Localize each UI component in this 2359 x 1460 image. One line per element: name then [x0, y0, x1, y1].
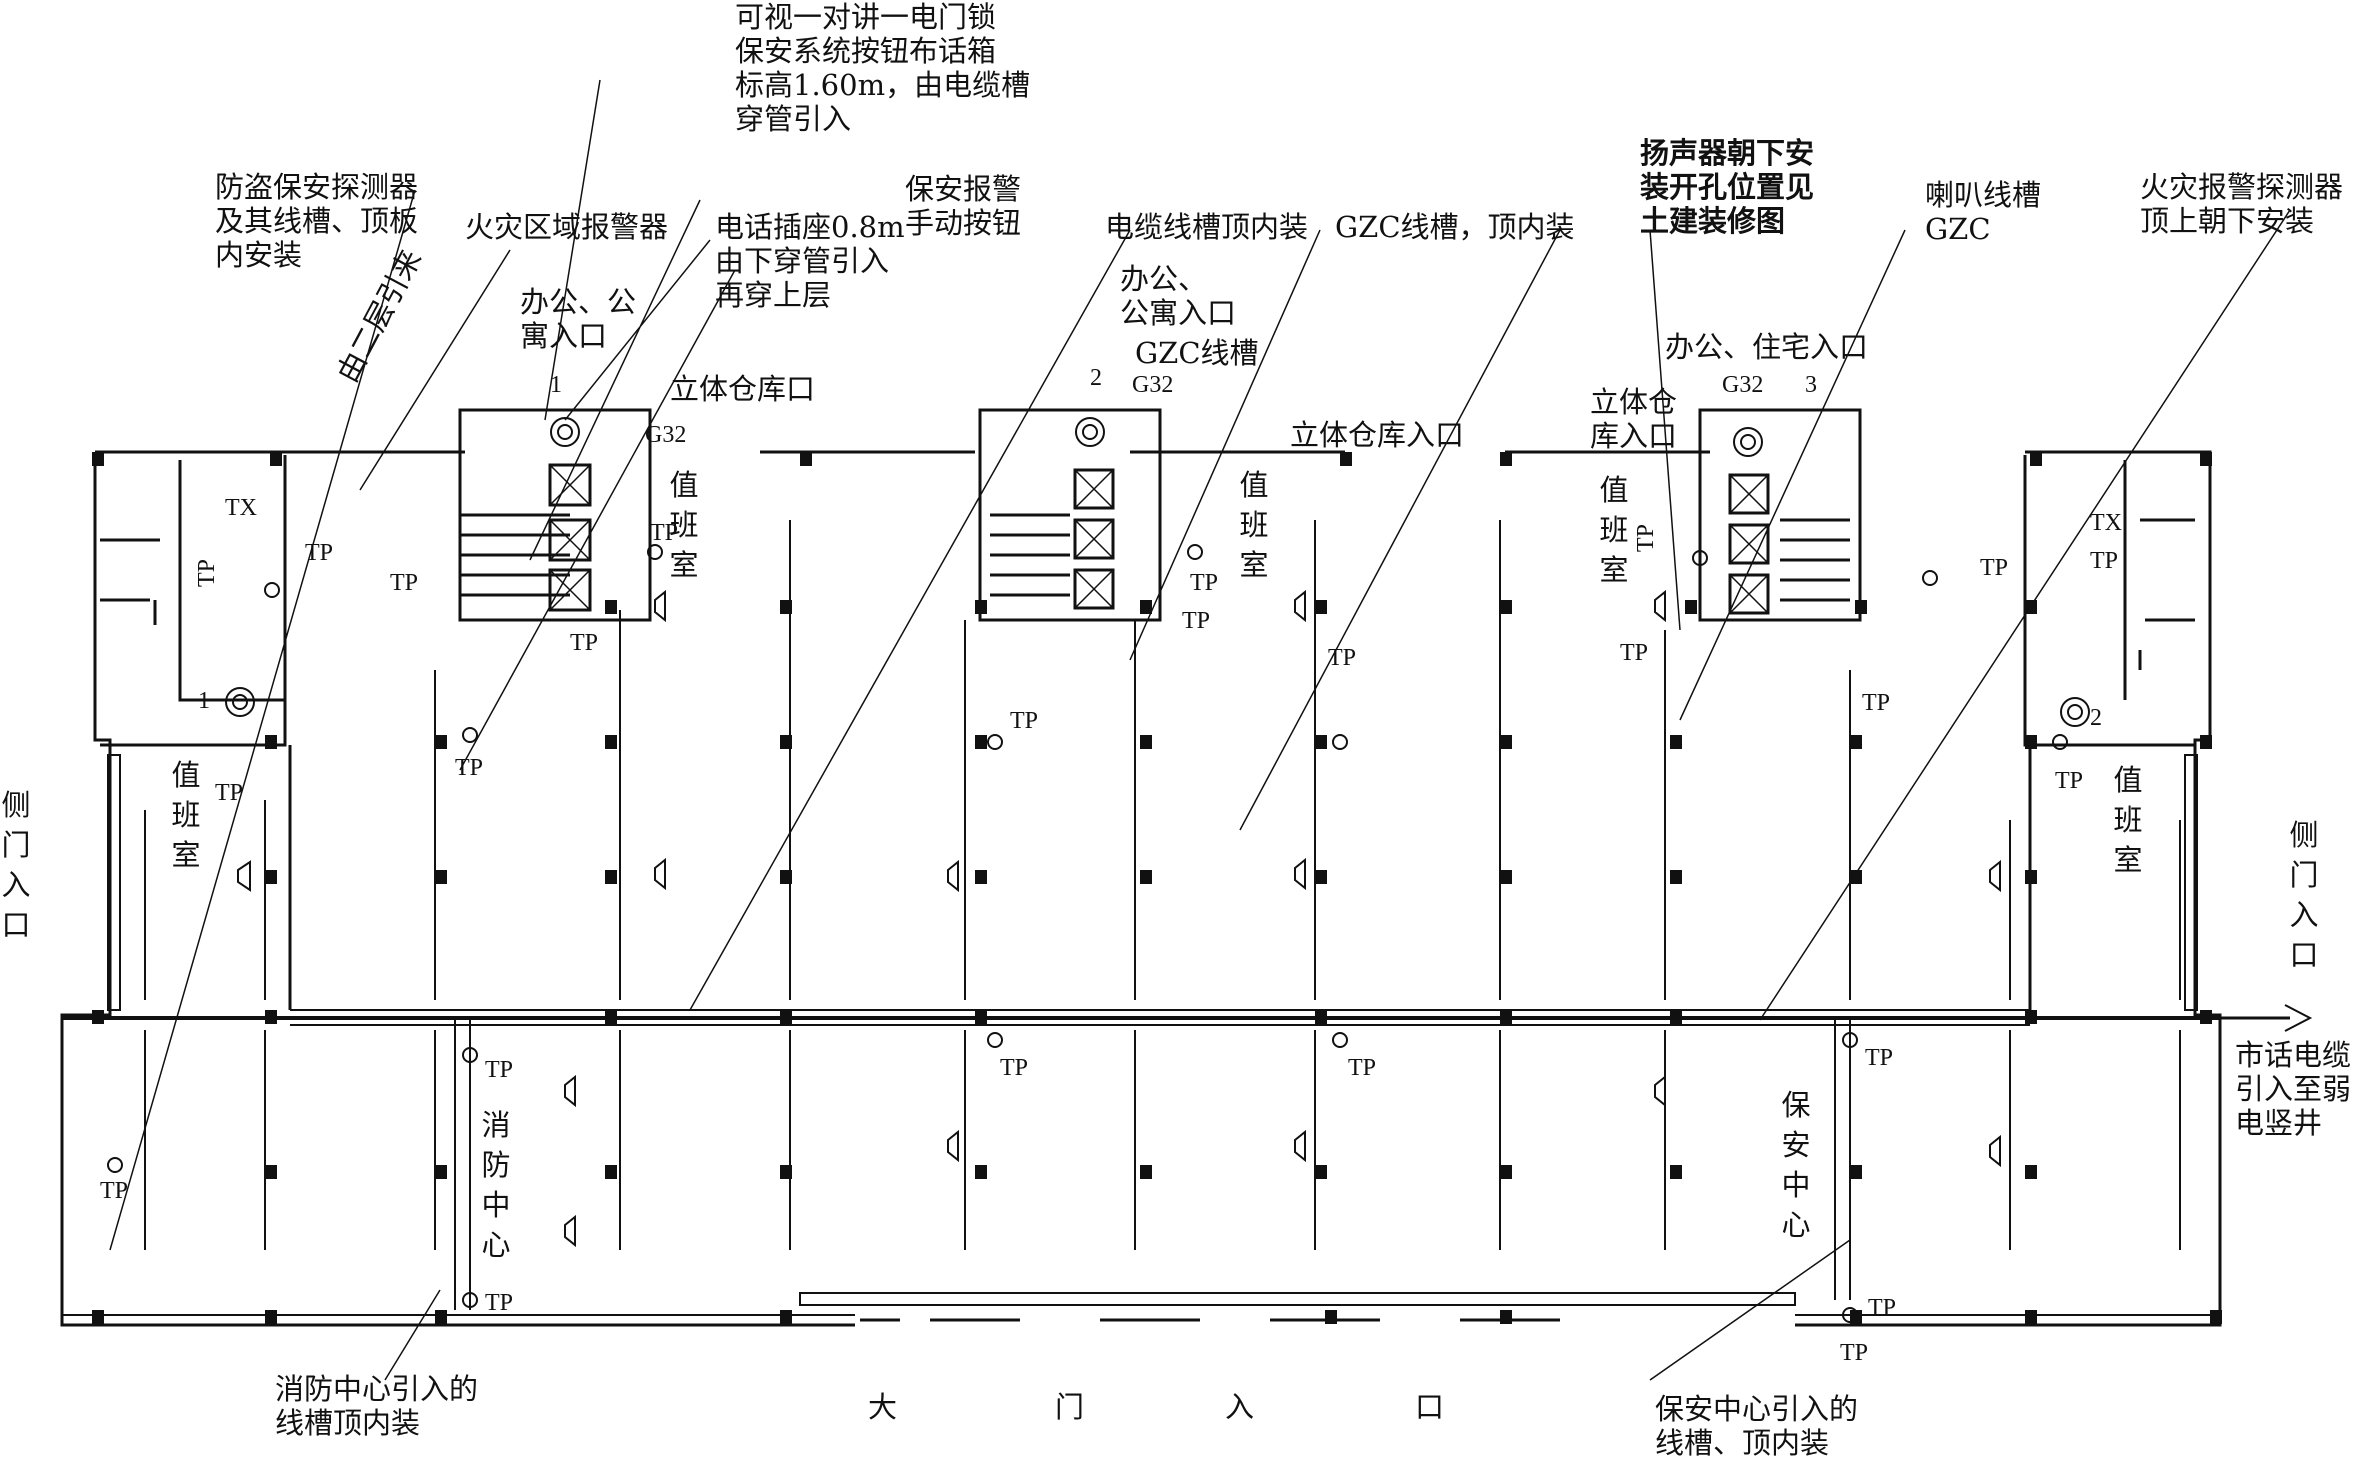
devices — [107, 417, 2090, 1323]
duty-room-label-2: 值班室 — [1239, 468, 1269, 582]
tp-label: TP — [1862, 690, 1891, 716]
tp-label: TP — [194, 558, 221, 588]
side-entrance-left: 侧门入口 — [1, 788, 31, 942]
core-right — [1698, 408, 1862, 622]
tp-label: TP — [215, 780, 244, 806]
tp-label: TP — [2090, 548, 2119, 574]
tp-label: TP — [485, 1290, 514, 1316]
security-center-trough — [1834, 1020, 1851, 1300]
tx-label-2: TX — [2090, 510, 2122, 536]
city-cable-label: 市话电缆 引入至弱 电竖井 — [2235, 1038, 2352, 1140]
outer-wall — [60, 450, 2222, 1327]
tp-label: TP — [650, 520, 679, 546]
office-apt-entrance-2: 办公、 公寓入口 — [1120, 262, 1237, 330]
tp-label: TP — [1190, 570, 1219, 596]
fire-zone-alarm-label: 火灾区域报警器 — [465, 210, 669, 244]
duty-room-label-3: 值班室 — [1599, 473, 1629, 587]
office-residential-entrance: 办公、住宅入口 — [1665, 330, 1869, 364]
security-center-trough-label: 保安中心引入的 线槽、顶内装 — [1655, 1392, 1859, 1460]
tp-label: TP — [570, 630, 599, 656]
core-middle — [978, 408, 1162, 622]
speaker-down-label: 扬声器朝下安 装开孔位置见 土建装修图 — [1640, 136, 1815, 238]
g32-label-2: G32 — [1132, 372, 1174, 398]
tp-label: TP — [1865, 1045, 1894, 1071]
upper-left-office — [100, 455, 287, 747]
columns — [92, 452, 2222, 1324]
g32-label-3: G32 — [1722, 372, 1764, 398]
number-1-b: 1 — [198, 688, 210, 714]
fire-center-trough — [454, 1020, 471, 1310]
horn-trough-label: 喇叭线槽 GZC — [1925, 178, 2042, 246]
tp-label: TP — [455, 755, 484, 781]
warehouse-entrance-1: 立体仓库口 — [670, 372, 816, 406]
tp-label: TP — [100, 1178, 129, 1204]
warehouse-entrance-2: 立体仓库入口 — [1290, 418, 1465, 452]
main-gate-char-4: 口 — [1415, 1390, 1445, 1424]
cable-trough-label: 电缆线槽顶内装 — [1105, 210, 1309, 244]
duty-room-label-4: 值班室 — [171, 758, 201, 872]
duty-room-label-5: 值班室 — [2113, 763, 2143, 877]
tp-label: TP — [1010, 708, 1039, 734]
number-1-a: 1 — [550, 372, 562, 398]
fire-center-trough-label: 消防中心引入的 线槽顶内装 — [275, 1372, 479, 1440]
tp-label: TP — [1633, 523, 1660, 553]
office-apt-entrance-1: 办公、公 寓入口 — [520, 285, 637, 353]
tp-label: TP — [1868, 1295, 1897, 1321]
corridor-wall — [290, 1009, 2030, 1026]
fire-center-label: 消防中心 — [481, 1108, 511, 1262]
left-duty-hatch — [107, 754, 121, 1011]
tp-label: TP — [1840, 1340, 1869, 1366]
tp-label: TP — [390, 570, 419, 596]
main-gate-char-3: 入 — [1225, 1390, 1255, 1424]
side-entrance-right: 侧门入口 — [2289, 818, 2319, 972]
gzc-trough-label: GZC线槽，顶内装 — [1335, 210, 1575, 244]
fire-detector-label: 火灾报警探测器 顶上朝下安装 — [2140, 170, 2344, 238]
number-2-b: 2 — [2090, 705, 2102, 731]
number-2-a: 2 — [1090, 365, 1102, 391]
tp-label: TP — [305, 540, 334, 566]
right-duty-hatch — [2184, 754, 2198, 1011]
gzc-trough-short: GZC线槽 — [1135, 336, 1259, 370]
tx-label-1: TX — [225, 495, 257, 521]
phone-socket-label: 电话插座0.8m 由下穿管引入 再穿上层 — [715, 210, 905, 312]
g32-label-1: G32 — [645, 422, 687, 448]
security-button-label: 保安报警 手动按钮 — [905, 172, 1022, 240]
main-gate-char-2: 门 — [1055, 1390, 1085, 1424]
tp-label: TP — [1000, 1055, 1029, 1081]
core-left — [458, 408, 652, 622]
security-center-label: 保安中心 — [1781, 1088, 1811, 1242]
number-3: 3 — [1805, 372, 1817, 398]
tp-label: TP — [1182, 608, 1211, 634]
gate-hatch — [799, 1292, 1796, 1306]
tp-label: TP — [1980, 555, 2009, 581]
intercom-label: 可视一对讲一电门锁 保安系统按钮布话箱 标高1.60m，由电缆槽 穿管引入 — [735, 0, 1031, 136]
main-gate-char-1: 大 — [868, 1390, 898, 1424]
tp-label: TP — [2055, 768, 2084, 794]
tp-label: TP — [1348, 1055, 1377, 1081]
warehouse-entrance-3: 立体仓 库入口 — [1590, 385, 1678, 453]
duty-room-label-1: 值班室 — [669, 468, 699, 582]
leader-lines — [109, 79, 2291, 1381]
burglar-detector-label: 防盗保安探测器 及其线槽、顶板 内安装 — [215, 170, 419, 272]
branch-lines — [144, 520, 2181, 1250]
tp-label: TP — [485, 1057, 514, 1083]
tp-label: TP — [1620, 640, 1649, 666]
upper-right-office — [2023, 455, 2195, 747]
tp-label: TP — [1328, 645, 1357, 671]
